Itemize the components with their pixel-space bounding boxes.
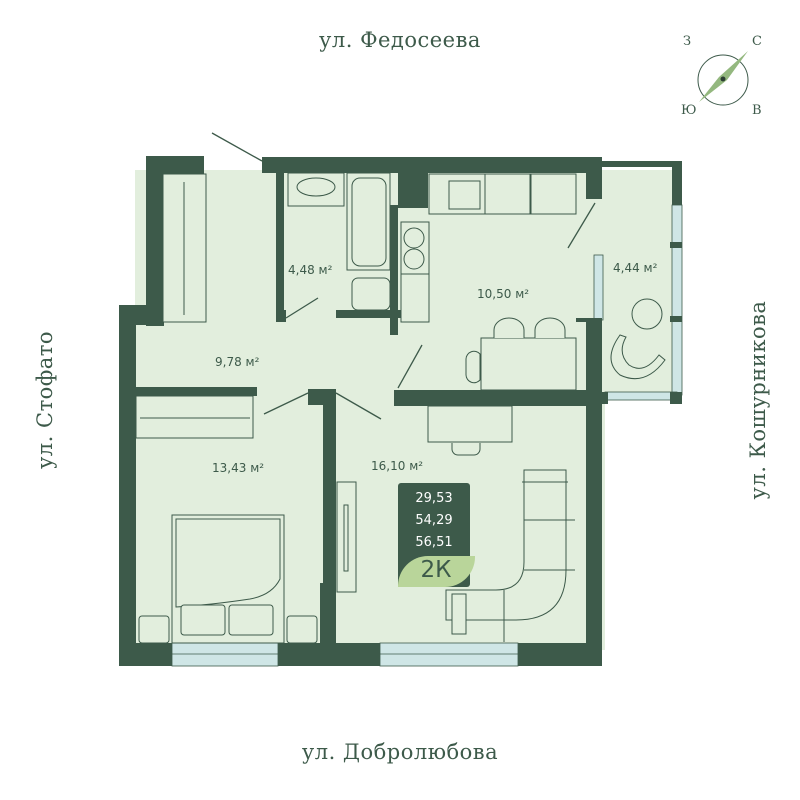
room-area-bathroom: 4,48 м² [288,263,333,277]
nightstand-right [286,615,318,644]
compass-north-label: С [752,34,762,49]
room-area-bedroom: 13,43 м² [212,461,265,475]
sofa [445,469,567,621]
total-area-with-balcony-value: 56,51 [415,535,453,550]
street-label-top: ул. Федосеева [319,28,481,52]
toilet [351,277,391,311]
living-area-value: 29,53 [415,491,453,506]
street-label-bottom: ул. Добролюбова [301,740,499,764]
compass-icon [697,51,749,106]
counter-side [400,273,430,323]
dining-table [480,337,577,391]
room-area-kitchen: 10,50 м² [477,287,530,301]
room-area-living-room: 16,10 м² [371,459,424,473]
fridge [530,173,577,215]
counter [484,173,531,215]
compass-west-label: З [683,34,692,49]
wardrobe-bedroom [135,395,254,439]
total-area-value: 54,29 [415,513,453,528]
compass-east-label: В [752,103,762,118]
compass-south-label: Ю [681,103,697,118]
balcony-table [631,298,663,330]
door-swings [211,132,596,420]
room-area-hallway: 9,78 м² [215,355,260,369]
nightstand-left [138,615,170,644]
apartment-type-label: 2К [420,557,452,583]
desk [427,405,513,443]
walls [119,156,682,666]
apartment-summary-badge: 29,53 54,29 56,51 2К [398,483,475,587]
room-area-balcony: 4,44 м² [613,261,658,275]
balcony-chair [610,334,666,380]
furniture [135,172,666,644]
